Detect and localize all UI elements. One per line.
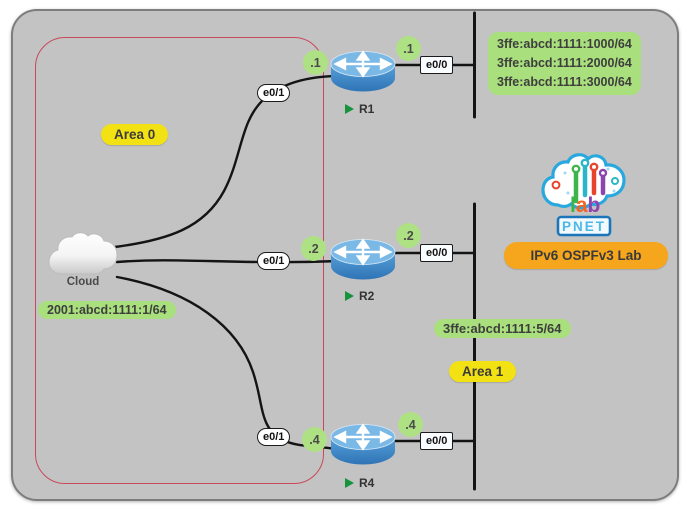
cloud-label[interactable]: Cloud <box>66 276 100 288</box>
lan-top-networks-label: 3ffe:abcd:1111:1000/64 3ffe:abcd:1111:20… <box>488 32 641 95</box>
logo-brand-box <box>556 215 612 237</box>
r1-name: R1 <box>359 102 375 116</box>
r2-left-addr-badge: .2 <box>301 236 326 261</box>
r1-right-addr-badge: .1 <box>396 36 421 61</box>
logo-letter-b: b <box>588 194 601 217</box>
area1-label: Area 1 <box>449 361 517 382</box>
r4-left-addr-badge: .4 <box>302 427 327 452</box>
r2-name: R2 <box>359 289 375 303</box>
r1-running-icon <box>345 104 354 114</box>
pnet-lab-logo: lab PNET <box>541 153 626 237</box>
lab-title-banner: IPv6 OSPFv3 Lab <box>504 242 668 269</box>
router-r1-icon[interactable] <box>329 49 397 95</box>
logo-circuit-traces <box>551 158 619 204</box>
r2-right-addr-badge: .2 <box>396 223 421 248</box>
r4-if-e00-label: e0/0 <box>420 432 454 450</box>
lan-top-network-1: 3ffe:abcd:1111:1000/64 <box>497 37 632 51</box>
router-r2-icon[interactable] <box>329 237 397 283</box>
r4-if-e01-label: e0/1 <box>257 428 291 446</box>
r4-running-icon <box>345 478 354 488</box>
cloud-icon[interactable] <box>46 231 120 277</box>
r2-running-icon <box>345 291 354 301</box>
r4-right-addr-badge: .4 <box>398 412 423 437</box>
r1-if-e00-label: e0/0 <box>420 56 454 74</box>
lan-bottom-network-label: 3ffe:abcd:1111:5/64 <box>434 319 571 338</box>
cloud-subnet-label: 2001:abcd:1111:1/64 <box>38 301 176 319</box>
r1-if-e01-label: e0/1 <box>257 84 291 102</box>
r4-name: R4 <box>359 476 375 490</box>
router-r4-icon[interactable] <box>329 422 397 468</box>
area0-label: Area 0 <box>101 124 169 145</box>
svg-text:lab: lab <box>570 194 600 217</box>
r2-if-e00-label: e0/0 <box>420 244 454 262</box>
r4-device-label[interactable]: R4 <box>345 476 374 490</box>
logo-brand-text: PNET <box>562 219 606 234</box>
r2-device-label[interactable]: R2 <box>345 289 374 303</box>
logo-letter-a: a <box>576 194 588 217</box>
logo-letter-l: l <box>570 194 576 217</box>
r1-device-label[interactable]: R1 <box>345 102 374 116</box>
lan-top-network-3: 3ffe:abcd:1111:3000/64 <box>497 75 632 89</box>
r2-if-e01-label: e0/1 <box>257 252 291 270</box>
r1-left-addr-badge: .1 <box>303 50 328 75</box>
lan-top-network-2: 3ffe:abcd:1111:2000/64 <box>497 56 632 70</box>
